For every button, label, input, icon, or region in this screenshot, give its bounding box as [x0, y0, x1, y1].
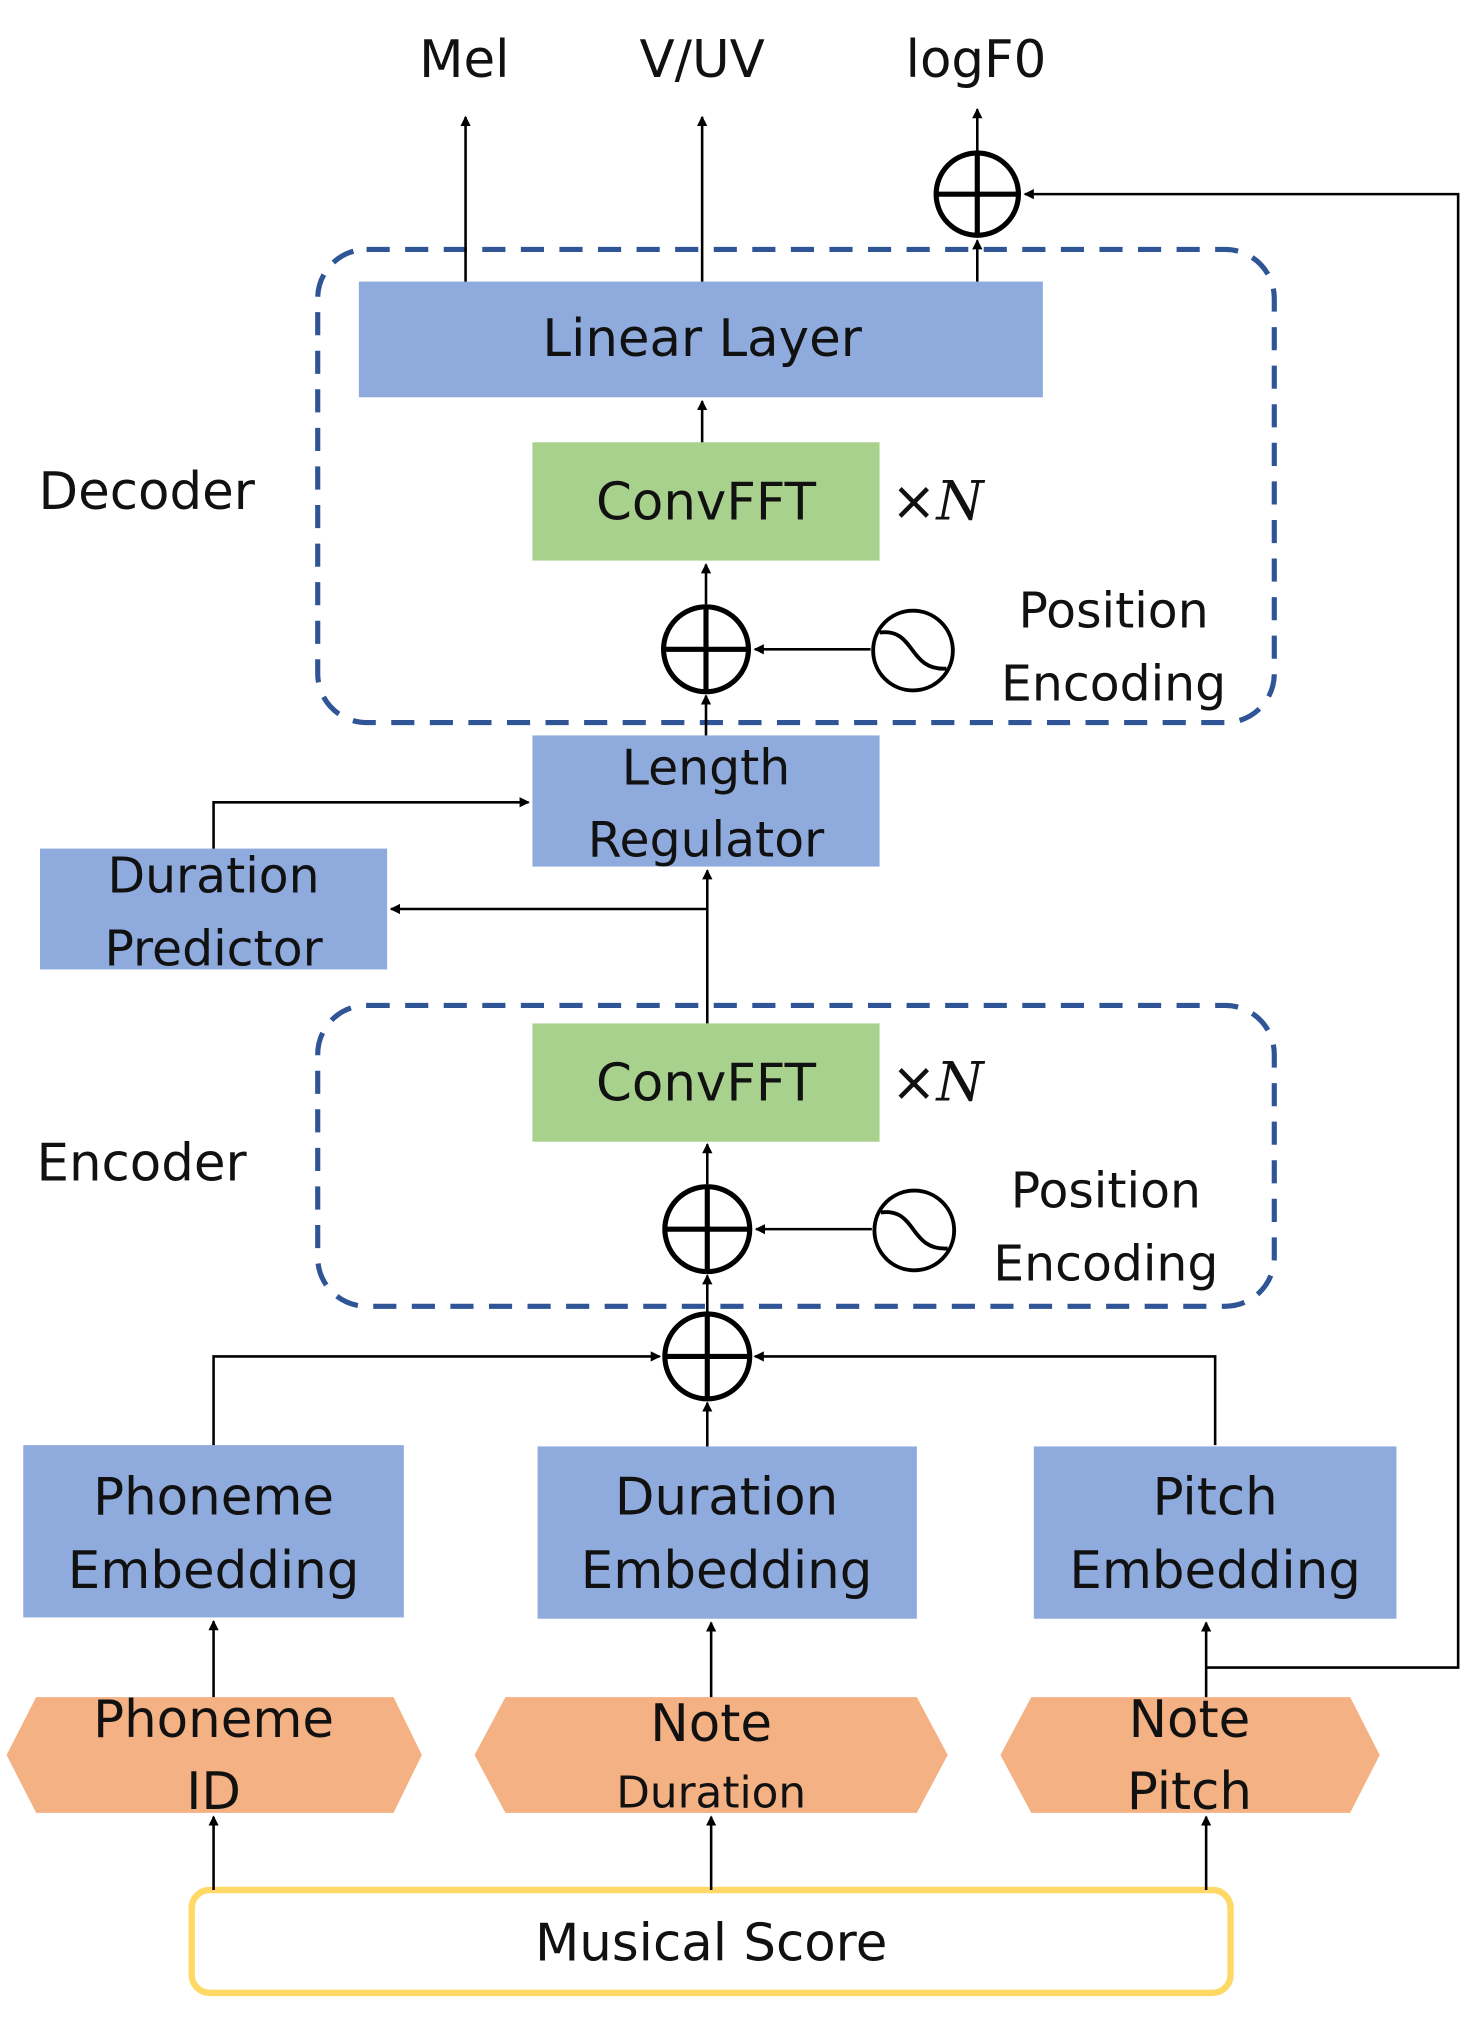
encoder-position-label-line1: Position	[1011, 1162, 1201, 1219]
note-duration-label-line1: Note	[650, 1694, 772, 1754]
decoder-convfft-label: ConvFFT	[596, 472, 817, 532]
arrow-pitch-skip-to-logf0-sum	[1023, 189, 1460, 1669]
arrow-pitch-embedding-to-sum	[753, 1351, 1217, 1446]
duration-embedding-block	[537, 1446, 917, 1619]
phoneme-embedding-block	[23, 1445, 404, 1618]
note-pitch-input	[1000, 1697, 1380, 1813]
duration-embedding-label-line2: Embedding	[581, 1541, 873, 1601]
embedding-sum-icon	[662, 1311, 753, 1402]
decoder-repeat-var: N	[934, 469, 985, 532]
linear-layer-label: Linear Layer	[542, 309, 862, 369]
encoder-sinusoid-icon	[872, 1188, 957, 1273]
output-logf0-label: logF0	[906, 30, 1047, 90]
decoder-repeat-label: ×N	[891, 469, 985, 532]
encoder-repeat-label: ×N	[891, 1051, 985, 1114]
encoder-repeat-var: N	[934, 1051, 985, 1114]
encoder-label: Encoder	[36, 1133, 247, 1193]
pitch-embedding-label-line2: Embedding	[1069, 1541, 1361, 1601]
encoder-repeat-symbol: ×	[891, 1051, 936, 1114]
encoder-position-label-line2: Encoding	[993, 1236, 1218, 1293]
pitch-embedding-label-line1: Pitch	[1153, 1468, 1278, 1528]
decoder-repeat-symbol: ×	[891, 469, 936, 532]
note-duration-input	[474, 1697, 948, 1813]
duration-predictor-block	[40, 848, 388, 970]
decoder-label: Decoder	[39, 462, 256, 522]
note-pitch-label-line2: Pitch	[1127, 1762, 1252, 1822]
note-duration-label-line2: Duration	[616, 1768, 806, 1819]
length-regulator-block	[532, 735, 880, 867]
encoder-convfft-block	[532, 1023, 880, 1142]
decoder-convfft-block	[532, 442, 880, 561]
duration-embedding-label-line1: Duration	[615, 1468, 838, 1528]
decoder-group	[315, 246, 1277, 726]
length-regulator-label-line2: Regulator	[588, 811, 825, 868]
logf0-sum-icon	[933, 150, 1021, 238]
musical-score-label: Musical Score	[535, 1914, 887, 1974]
arrow-duration-predictor-to-length-regulator	[212, 797, 530, 849]
phoneme-id-input	[6, 1697, 422, 1813]
length-regulator-label-line1: Length	[622, 739, 790, 796]
connectors	[208, 108, 1460, 1891]
duration-predictor-label-line2: Predictor	[104, 921, 323, 978]
duration-predictor-label-line1: Duration	[107, 847, 319, 904]
note-pitch-label-line1: Note	[1129, 1690, 1251, 1750]
phoneme-embedding-label-line2: Embedding	[68, 1541, 360, 1601]
decoder-sum-icon	[661, 604, 751, 695]
arrow-phoneme-embedding-to-sum	[212, 1351, 662, 1446]
decoder-position-label-line2: Encoding	[1001, 656, 1226, 713]
phoneme-id-label-line1: Phoneme	[93, 1690, 334, 1750]
decoder-position-label-line1: Position	[1018, 582, 1208, 639]
encoder-sum-icon	[662, 1184, 753, 1275]
encoder-convfft-label: ConvFFT	[596, 1054, 817, 1114]
encoder-group	[315, 1002, 1277, 1309]
output-mel-label: Mel	[419, 30, 509, 90]
output-vuv-label: V/UV	[640, 30, 765, 90]
linear-layer-block	[358, 281, 1043, 398]
pitch-embedding-block	[1033, 1446, 1397, 1619]
phoneme-id-label-line2: ID	[186, 1762, 241, 1822]
decoder-sinusoid-icon	[871, 608, 955, 693]
phoneme-embedding-label-line1: Phoneme	[93, 1468, 334, 1528]
